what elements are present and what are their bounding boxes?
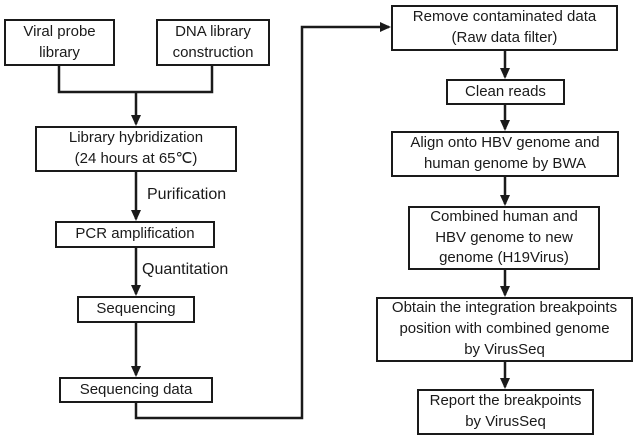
box-sequencing-data: Sequencing data <box>59 377 213 403</box>
box-dna-library-construction: DNA library construction <box>156 19 270 66</box>
connector-sequencing-data-to-remove <box>134 22 391 420</box>
box-combined-genome: Combined human and HBV genome to new gen… <box>408 206 600 270</box>
box-viral-probe-library: Viral probe library <box>4 19 115 66</box>
box-pcr-amplification: PCR amplification <box>55 221 215 248</box>
connector-merge-lines <box>57 65 214 94</box>
box-report-breakpoints: Report the breakpoints by VirusSeq <box>417 389 594 435</box>
box-sequencing: Sequencing <box>77 296 195 323</box>
box-remove-contaminated-data: Remove contaminated data (Raw data filte… <box>391 5 618 51</box>
edge-label-purification: Purification <box>147 186 227 203</box>
edge-label-quantitation: Quantitation <box>142 261 229 278</box>
box-library-hybridization: Library hybridization (24 hours at 65℃) <box>35 126 237 172</box>
box-align-bwa: Align onto HBV genome and human genome b… <box>391 131 619 177</box>
box-clean-reads: Clean reads <box>446 79 565 105</box>
box-obtain-breakpoints: Obtain the integration breakpoints posit… <box>376 297 633 362</box>
